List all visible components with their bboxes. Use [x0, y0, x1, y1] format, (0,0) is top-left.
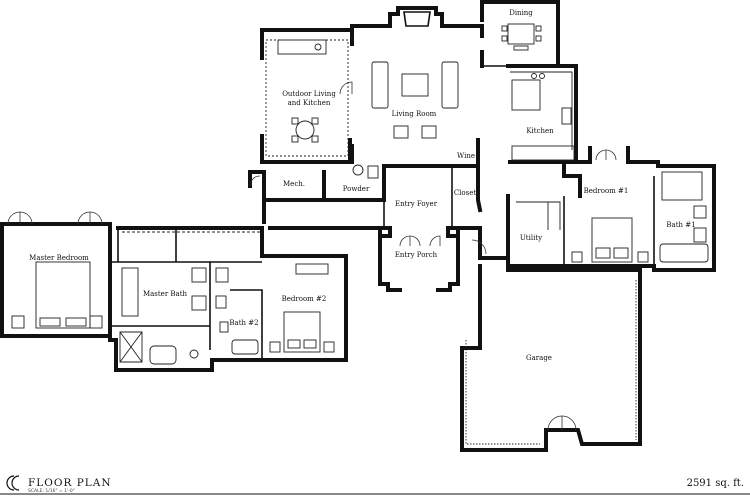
powder-room-fixtures [352, 164, 379, 179]
bath2-fixtures [215, 267, 259, 355]
master-bed [11, 261, 103, 329]
outdoor-dining-table [291, 117, 319, 143]
label-bath2: Bath #2 [229, 319, 258, 327]
garage-doors [547, 415, 577, 431]
label-entry-porch: Entry Porch [395, 251, 438, 259]
footer-area: 2591 sq. ft. [687, 478, 744, 489]
footer-title: FLOOR PLAN [28, 477, 112, 489]
footer-scale: SCALE: 1/16" = 1'-0" [28, 488, 75, 494]
label-entry-foyer: Entry Foyer [395, 200, 438, 208]
master-bath-fixtures [119, 267, 207, 365]
kitchen-cabinetry [510, 71, 575, 161]
living-room-sofas [371, 61, 459, 139]
bedroom2-bed [269, 263, 335, 353]
label-outdoor-living: Outdoor Living [282, 90, 336, 98]
label-bath1: Bath #1 [666, 221, 695, 229]
label-dining: Dining [509, 9, 533, 17]
living-room-fireplace [403, 11, 431, 27]
label-mech: Mech. [283, 180, 305, 188]
label-bedroom1: Bedroom #1 [584, 187, 629, 195]
label-wine: Wine [457, 152, 475, 160]
label-living-room: Living Room [392, 110, 437, 118]
swing-doors [7, 81, 617, 255]
bedroom1-bed [571, 217, 649, 263]
label-master-bath: Master Bath [143, 290, 188, 298]
bath1-fixtures [659, 171, 709, 263]
outdoor-trellis-lines [122, 39, 637, 445]
label-garage: Garage [526, 354, 552, 362]
label-powder: Powder [343, 185, 370, 193]
label-closet: Closet [454, 189, 477, 197]
architect-logo [6, 475, 20, 491]
label-utility: Utility [520, 234, 542, 242]
dining-table [501, 23, 542, 51]
label-master-bedroom: Master Bedroom [29, 254, 89, 262]
label-bedroom2: Bedroom #2 [282, 295, 327, 303]
label-outdoor-living-2: and Kitchen [288, 99, 331, 107]
exterior-walls [0, 0, 716, 452]
label-kitchen: Kitchen [526, 127, 554, 135]
utility-fixtures [516, 201, 561, 230]
outdoor-kitchen-counter [277, 39, 327, 55]
